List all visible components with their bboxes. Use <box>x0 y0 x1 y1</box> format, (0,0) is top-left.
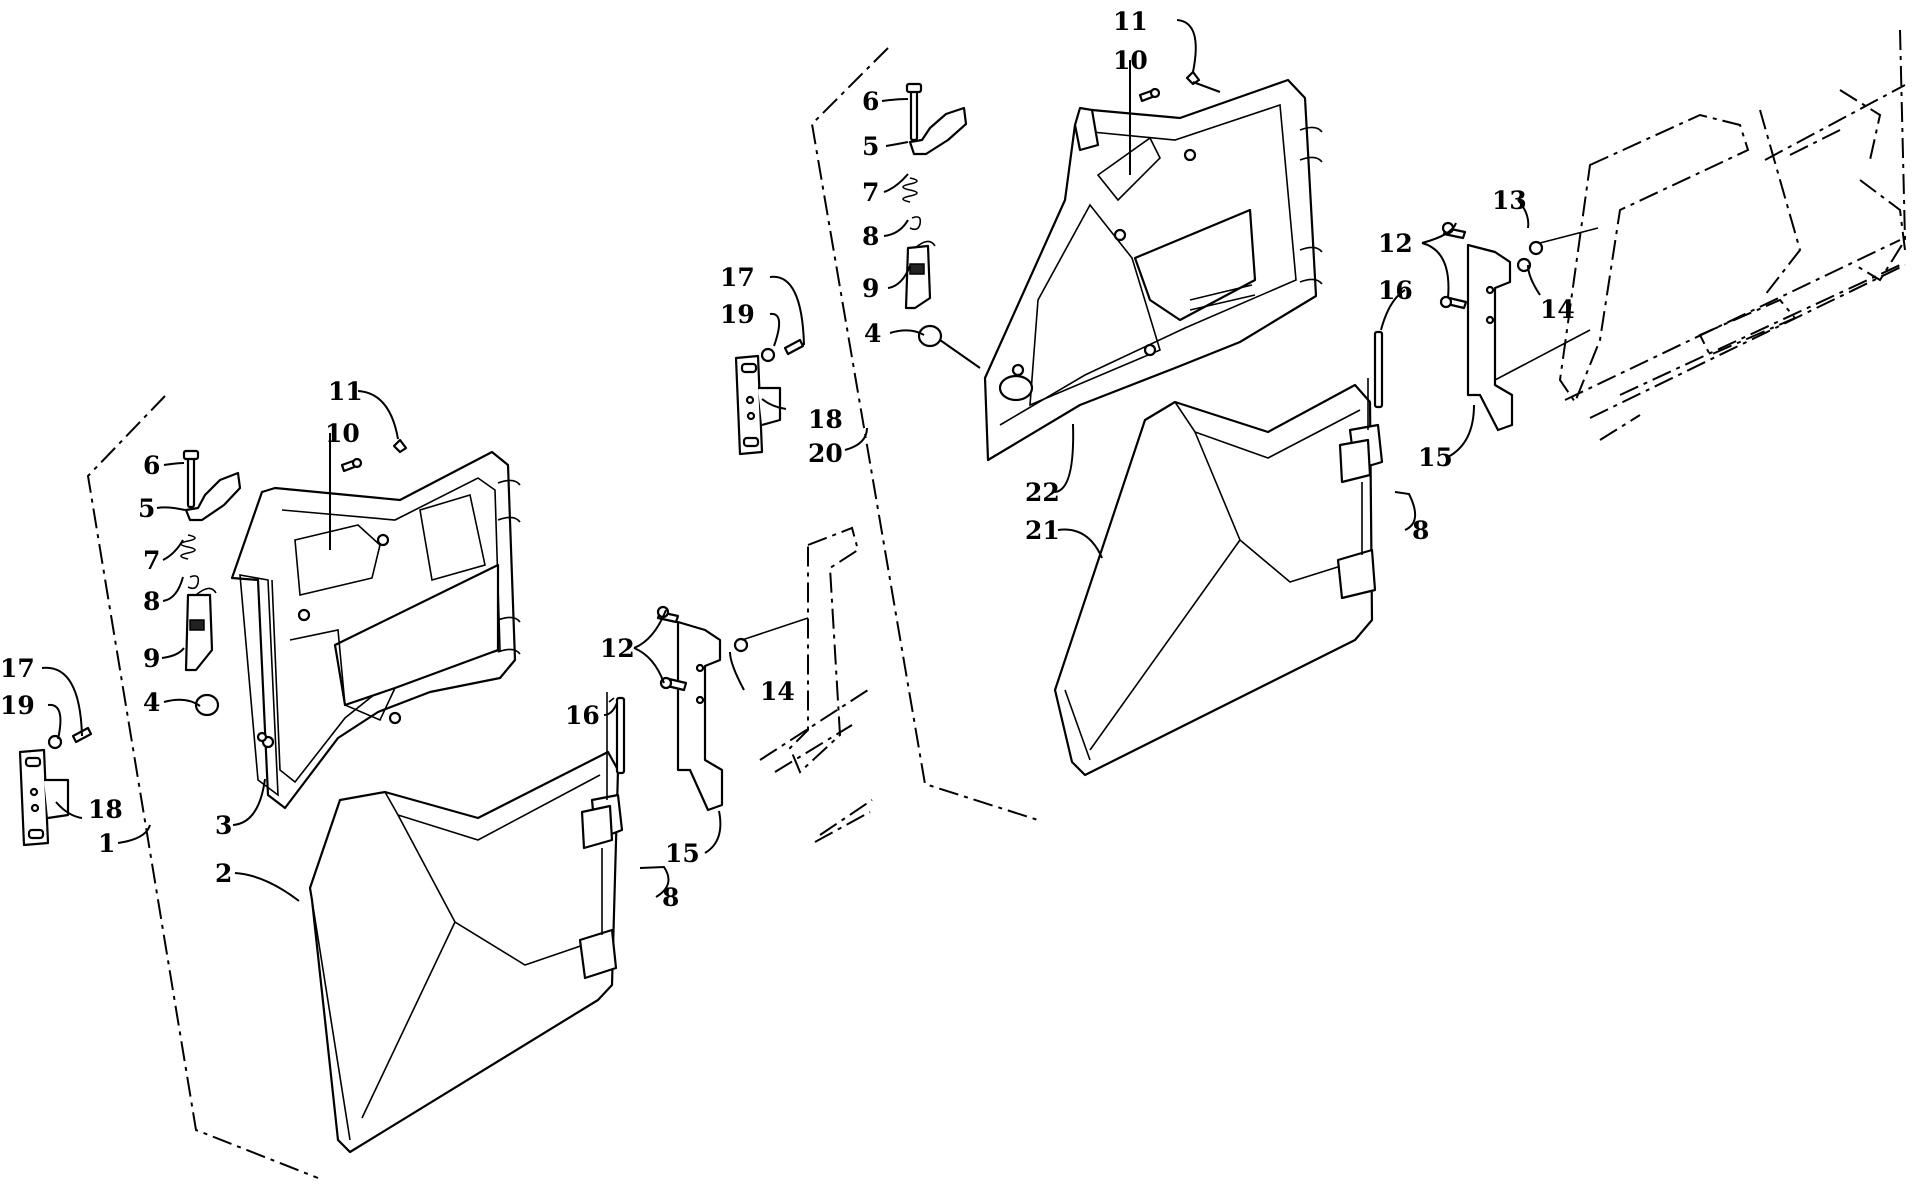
callout-9: 9 <box>143 644 160 673</box>
callout-labels: 1 2 3 4 5 6 7 8 9 10 11 12 14 15 16 17 1… <box>0 7 1575 912</box>
grommet <box>194 693 220 717</box>
callout-12: 12 <box>600 634 635 663</box>
callout-9-right: 9 <box>862 274 879 303</box>
callout-7: 7 <box>143 546 160 575</box>
left-striker-plate <box>18 726 93 847</box>
callout-6: 6 <box>143 451 160 480</box>
callout-10-right: 10 <box>1113 46 1148 75</box>
right-outer-door-shell <box>1053 383 1374 777</box>
callout-15: 15 <box>665 839 700 868</box>
callout-12-right: 12 <box>1378 229 1413 258</box>
callout-3: 3 <box>215 811 232 840</box>
callout-8-right: 8 <box>862 222 879 251</box>
callout-5: 5 <box>138 494 155 523</box>
callout-4: 4 <box>143 688 160 717</box>
callout-22: 22 <box>1025 478 1060 507</box>
callout-19-mid: 19 <box>720 300 755 329</box>
callout-17-mid: 17 <box>720 263 755 292</box>
left-door-assembly <box>18 395 873 1179</box>
callout-1: 1 <box>98 829 115 858</box>
callout-14-right: 14 <box>1540 295 1575 324</box>
right-inner-door-panel <box>983 78 1323 462</box>
callout-16: 16 <box>565 701 600 730</box>
callout-8: 8 <box>143 587 160 616</box>
callout-8-right-hinge: 8 <box>1412 516 1429 545</box>
right-door-handle-hardware <box>902 82 968 310</box>
callout-7-right: 7 <box>862 178 879 207</box>
outer-door-shell <box>308 750 620 1154</box>
callout-11: 11 <box>328 377 363 406</box>
left-door-hinges <box>578 692 624 980</box>
callout-18-mid: 18 <box>808 405 843 434</box>
right-vehicle-frame <box>1558 29 1907 441</box>
left-screws <box>340 438 408 473</box>
right-door-hinges <box>1336 378 1384 600</box>
callout-10: 10 <box>325 419 360 448</box>
callout-6-right: 6 <box>862 87 879 116</box>
callout-18: 18 <box>88 795 123 824</box>
right-hinge-bolts <box>1439 221 1599 381</box>
callout-14: 14 <box>760 677 795 706</box>
callout-15-right: 15 <box>1418 443 1453 472</box>
callout-8-left-hinge: 8 <box>662 883 679 912</box>
left-group-bracket <box>86 395 319 1179</box>
callout-21: 21 <box>1025 516 1060 545</box>
inner-door-panel <box>230 450 521 810</box>
callout-11-right: 11 <box>1113 7 1148 36</box>
hinge-bolts <box>656 605 809 692</box>
right-striker-plate <box>734 338 805 456</box>
hinge-bracket <box>676 620 724 812</box>
right-door-assembly <box>734 29 1907 821</box>
callout-4-right: 4 <box>864 319 881 348</box>
left-vehicle-frame <box>759 526 873 843</box>
right-hinge-pin <box>1373 330 1384 409</box>
right-hinge-bracket <box>1466 243 1514 432</box>
leader-lines <box>41 19 1541 902</box>
callout-19: 19 <box>0 691 35 720</box>
callout-17: 17 <box>0 654 35 683</box>
left-door-handle-hardware <box>180 449 242 672</box>
callout-20: 20 <box>808 439 843 468</box>
callout-16-right: 16 <box>1378 276 1413 305</box>
hinge-pin <box>615 696 626 775</box>
right-group-bracket <box>810 47 1039 821</box>
right-grommet <box>917 324 943 348</box>
callout-5-right: 5 <box>862 132 879 161</box>
right-screws <box>1138 70 1201 103</box>
callout-13: 13 <box>1492 186 1527 215</box>
callout-2: 2 <box>215 859 232 888</box>
